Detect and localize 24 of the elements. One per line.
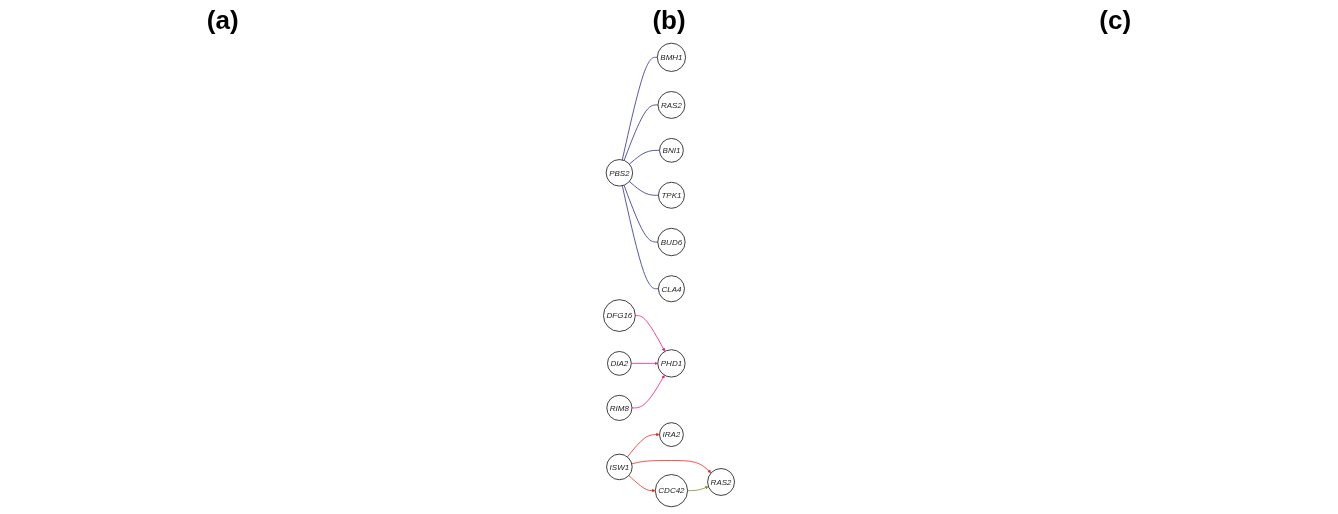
- panel-label: (a): [206, 4, 239, 36]
- node-circle: RAS2: [657, 91, 686, 119]
- node-circle: TPK1: [658, 181, 685, 209]
- node-circle: DIA2: [607, 351, 632, 376]
- connector: [629, 181, 659, 196]
- node-circle: BMH1: [656, 42, 686, 72]
- node-circle: PHD1: [657, 349, 686, 378]
- panel-label: (c): [1099, 4, 1132, 36]
- node-circle: ISW1: [606, 453, 633, 481]
- node-circle: CDC42: [654, 474, 688, 508]
- connector: [623, 184, 659, 243]
- connector: [621, 185, 659, 290]
- connector: [623, 104, 659, 161]
- node-circle: BUD6: [657, 227, 686, 257]
- node-circle: IRA2: [659, 422, 684, 447]
- node-circle: BNI1: [659, 138, 684, 163]
- panel-label: (b): [652, 4, 686, 36]
- node-circle: CLA4: [658, 275, 685, 303]
- node-circle: RIM8: [606, 394, 633, 421]
- node-circle: RAS2: [707, 468, 735, 496]
- node-circle: DFG16: [603, 299, 636, 332]
- connector: [621, 56, 658, 161]
- node-circle: PBS2: [605, 159, 634, 187]
- connector: [629, 149, 660, 165]
